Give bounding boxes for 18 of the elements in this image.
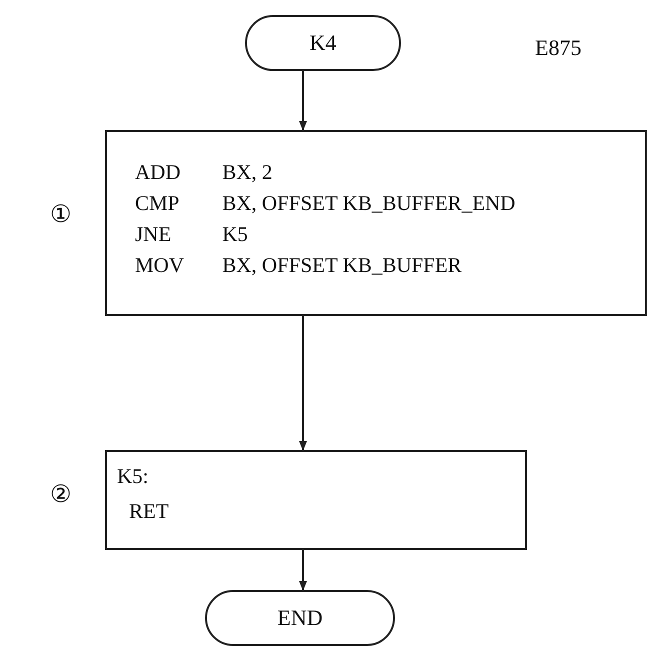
arrow [299, 71, 307, 131]
code-line: MOV BX, OFFSET KB_BUFFER [135, 253, 462, 278]
terminal-label: END [277, 605, 323, 631]
code-line: CMP BX, OFFSET KB_BUFFER_END [135, 191, 516, 216]
code-line: K5: [117, 464, 148, 489]
process-box [105, 130, 647, 316]
arrow [299, 316, 307, 451]
figure-code: E875 [535, 35, 582, 61]
code-line: ADD BX, 2 [135, 160, 272, 185]
callout-number: ② [50, 481, 72, 509]
start-terminal [245, 15, 401, 71]
end-terminal [205, 590, 395, 646]
code-line: RET [129, 499, 169, 524]
arrow [299, 550, 307, 591]
terminal-label: K4 [310, 30, 336, 56]
process-box [105, 450, 527, 550]
callout-number: ① [50, 201, 72, 229]
code-line: JNE K5 [135, 222, 248, 247]
